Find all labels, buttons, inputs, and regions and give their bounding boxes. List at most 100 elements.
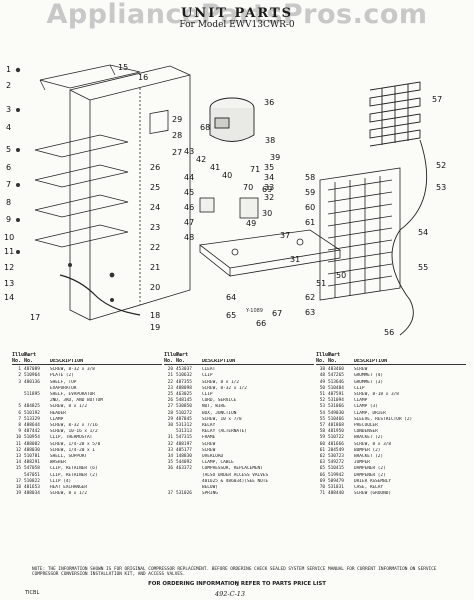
header-no: No. bbox=[12, 357, 22, 364]
part-description: CLIP, RETAINER (2) bbox=[50, 472, 98, 478]
part-number: 488034 bbox=[24, 491, 40, 497]
part-description: SCREW, 10 x 7/8 bbox=[202, 416, 242, 422]
part-number: 513329 bbox=[24, 416, 40, 422]
illus-number: 11 bbox=[15, 441, 21, 447]
part-description: SCREW (GROUND) bbox=[354, 491, 392, 497]
callout-label: 50 bbox=[336, 271, 346, 280]
ordering-notice: FOR ORDERING INFORMATION REFER TO PARTS … bbox=[148, 581, 326, 587]
illus-number: 20 bbox=[167, 367, 173, 373]
illus-number: 51 bbox=[319, 392, 325, 397]
header-part: Part bbox=[328, 352, 341, 358]
illus-number: 53 bbox=[319, 404, 325, 410]
callout-label: 20 bbox=[150, 283, 160, 292]
illus-number: 52 bbox=[319, 398, 325, 404]
callout-label: 53 bbox=[436, 183, 446, 192]
parts-row: BELOW) bbox=[164, 485, 314, 491]
part-description: FRAME bbox=[202, 435, 216, 441]
illus-number: 50 bbox=[319, 385, 325, 391]
part-description: SCREW, 8 x 1/2 bbox=[202, 379, 240, 385]
part-description: CLIP bbox=[202, 392, 213, 397]
part-number: 488440 bbox=[328, 491, 344, 497]
parts-row: EVAPORATOR bbox=[12, 386, 162, 392]
left-fasteners bbox=[15, 67, 115, 302]
callout-label: 22 bbox=[150, 243, 160, 252]
illus-number: 29 bbox=[167, 416, 173, 422]
part-number: 510632 bbox=[176, 373, 192, 379]
callout-label: 38 bbox=[265, 136, 275, 145]
part-description: SCREW, 1/4-20 x 1 bbox=[50, 447, 95, 453]
part-number: 511895 bbox=[24, 392, 40, 397]
callout-label: 35 bbox=[264, 163, 274, 172]
part-number: 510781 bbox=[24, 454, 40, 460]
part-number: 510272 bbox=[176, 410, 192, 416]
part-number: 484825 bbox=[24, 404, 40, 410]
callout-label: 66 bbox=[256, 319, 266, 328]
part-description: BELOW) bbox=[202, 485, 218, 491]
illus-number: 23 bbox=[167, 385, 173, 391]
part-description: BRACKET (2) bbox=[354, 454, 384, 460]
part-number: 549030 bbox=[328, 410, 344, 416]
part-number: 487845 bbox=[176, 416, 192, 422]
illus-number: 65 bbox=[319, 466, 325, 472]
part-number: 488002 bbox=[24, 441, 40, 447]
callout-label: 27 bbox=[172, 148, 182, 157]
part-number: 488098 bbox=[176, 385, 192, 391]
illus-number: 5 bbox=[18, 404, 21, 410]
part-description: NUT, WIRE bbox=[202, 404, 226, 410]
parts-table-header: Illus.Part No.No.DESCRIPTION bbox=[316, 352, 466, 366]
part-number: 483460 bbox=[328, 367, 344, 373]
part-number: 510192 bbox=[24, 410, 40, 416]
callout-label: 57 bbox=[432, 95, 442, 104]
illus-number: 71 bbox=[319, 491, 325, 497]
header-part-no: No. bbox=[328, 357, 338, 364]
part-number: 519942 bbox=[328, 472, 344, 478]
callout-label: 58 bbox=[305, 173, 315, 182]
illus-number: 1 bbox=[18, 367, 21, 373]
illus-number: 55 bbox=[319, 416, 325, 422]
part-description: BOX, JUNCTION bbox=[202, 410, 237, 416]
callout-label: 44 bbox=[184, 173, 194, 182]
illus-number: 49 bbox=[319, 379, 325, 385]
illus-number: 54 bbox=[319, 410, 325, 416]
header-description: DESCRIPTION bbox=[50, 358, 84, 364]
part-description: CLAMP, CABLE bbox=[202, 460, 234, 466]
callout-label: 30 bbox=[262, 209, 272, 218]
illus-number: 57 bbox=[319, 423, 325, 429]
illus-number: 58 bbox=[319, 429, 325, 435]
part-number: 544092 bbox=[176, 460, 192, 466]
part-number: 510954 bbox=[24, 435, 40, 441]
illus-number: 25 bbox=[167, 392, 173, 397]
part-description: CLAMP bbox=[354, 398, 368, 404]
part-number: 481868 bbox=[328, 423, 344, 429]
illus-number: 22 bbox=[167, 379, 173, 385]
part-description: SHELL, SUPPORT bbox=[50, 454, 88, 460]
part-number: 531312 bbox=[176, 423, 192, 429]
header-part: Part bbox=[176, 352, 189, 358]
illus-number: 8 bbox=[18, 423, 21, 429]
part-number: 531094 bbox=[328, 398, 344, 404]
part-number: 531026 bbox=[176, 491, 192, 497]
part-description: SCREW, 8-32 x 3/8 bbox=[50, 367, 95, 373]
compressor-note: NOTE: THE INFORMATION SHOWN IS FOR ORIGI… bbox=[32, 567, 437, 578]
callout-label: 52 bbox=[436, 161, 446, 170]
callout-label: 70 bbox=[243, 183, 253, 192]
